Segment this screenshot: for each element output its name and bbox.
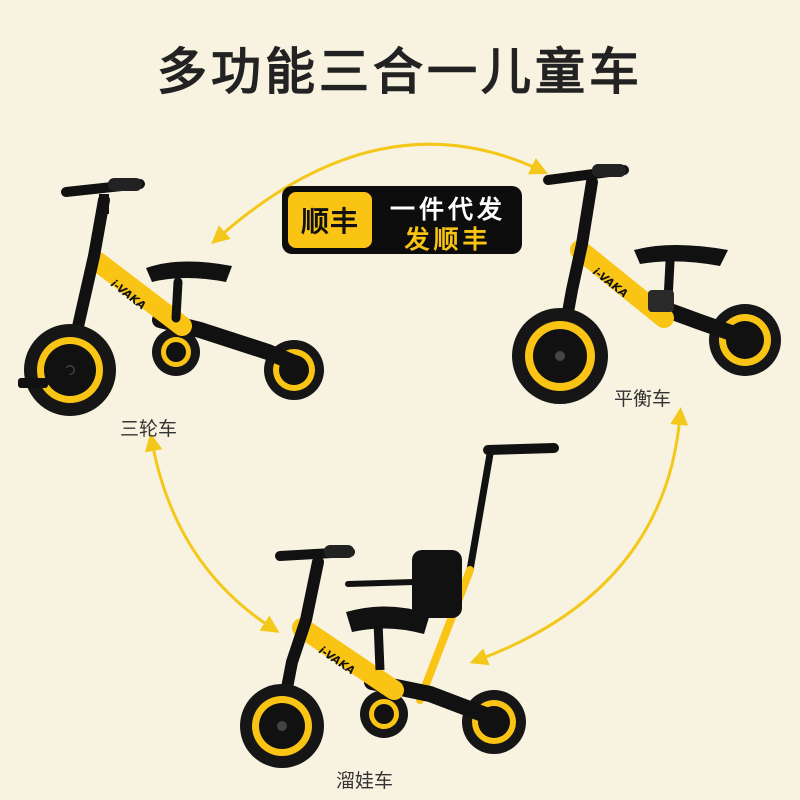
badge-line2: 发顺丰 [404,225,492,254]
push-trike: i-VAKA [240,443,559,768]
caption-balance: 平衡车 [614,388,672,410]
arrow-right [469,407,689,666]
shipping-badge: 顺丰 一件代发 发顺丰 [282,186,522,254]
page-title: 多功能三合一儿童车 [157,43,643,101]
tricycle-bike: i-VAKA [18,178,324,416]
arrow-top [211,142,549,244]
badge-courier: 顺丰 [288,192,372,248]
caption-tricycle: 三轮车 [120,418,178,440]
arrow-left [144,433,280,633]
badge-line1: 一件代发 [389,195,506,224]
caption-push: 溜娃车 [336,770,394,792]
balance-bike: i-VAKA [512,164,781,404]
